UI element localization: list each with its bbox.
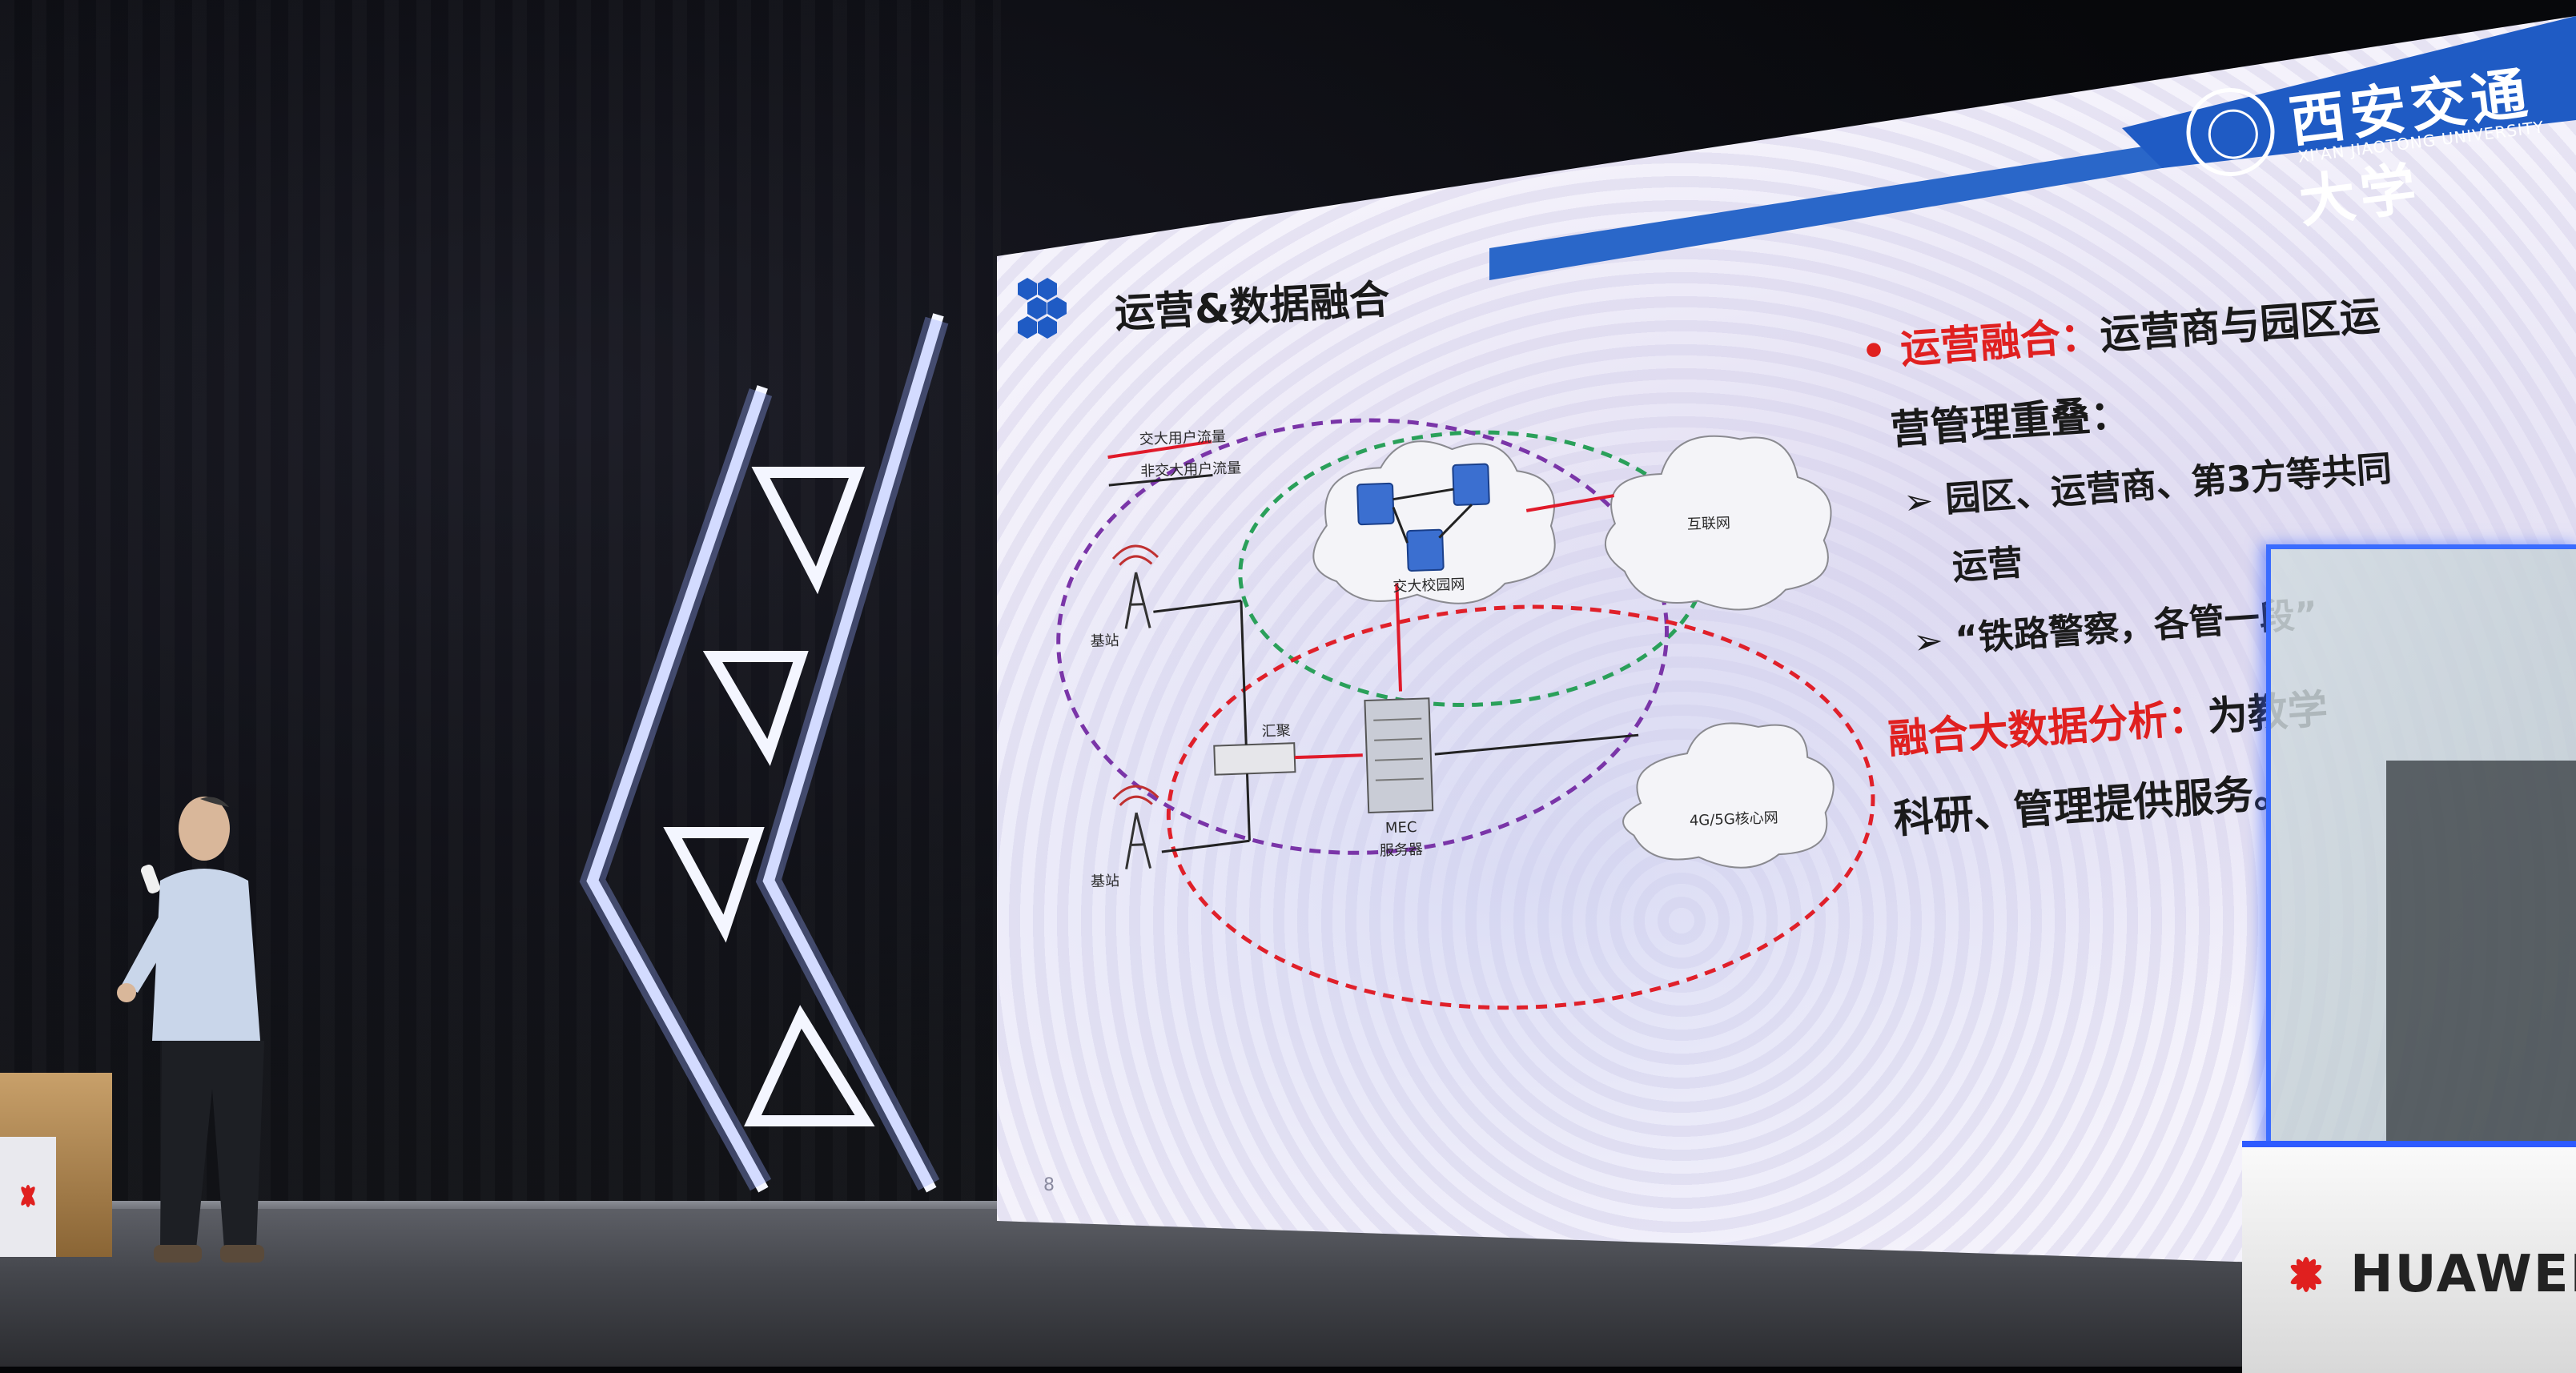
arrow-bullet-icon: ➢ [1911, 620, 1945, 664]
huawei-podium [2242, 1141, 2576, 1373]
campus-servers [1356, 463, 1490, 572]
label-mec-server: 服务器 [1379, 841, 1424, 860]
red-ellipse [1166, 604, 1875, 1010]
huawei-logo-icon [21, 1185, 35, 1207]
base-station-towers [1111, 544, 1159, 869]
label-base-station-2: 基站 [1090, 872, 1120, 891]
display-equipment [2386, 761, 2576, 1145]
campus-cloud [1312, 440, 1556, 604]
internet-cloud [1604, 435, 1832, 611]
aggregation-switch [1213, 742, 1296, 776]
arrow-bullet-icon: ➢ [1902, 480, 1935, 524]
label-base-station-1: 基站 [1090, 632, 1119, 650]
label-campus-net: 交大校园网 [1392, 576, 1465, 596]
label-aggregation: 汇聚 [1261, 722, 1292, 741]
bullet-dot-icon: • [1859, 326, 1903, 375]
university-seal-icon [2181, 82, 2280, 182]
label-non-jd-traffic: 非交大用户流量 [1139, 460, 1242, 480]
label-internet: 互联网 [1686, 515, 1731, 533]
page-number: 8 [1043, 1175, 1055, 1195]
label-core-net: 4G/5G核心网 [1689, 809, 1779, 830]
led-zigzag-decoration [579, 313, 949, 1193]
sub-bullet-continuation: 运营 [1951, 542, 2024, 588]
mec-server [1364, 697, 1434, 814]
label-jd-traffic: 交大用户流量 [1139, 428, 1227, 448]
university-logo: 西安交通大学 XI'AN JIAOTONG UNIVERSITY [2180, 42, 2568, 235]
core-cloud [1622, 722, 1835, 869]
hexagon-cluster-icon [1018, 278, 1067, 339]
huawei-logo-icon [2290, 1257, 2322, 1292]
network-diagram: 交大用户流量 非交大用户流量 交大校园网 互联网 基站 基站 汇聚 MEC 服务… [1017, 346, 1923, 1097]
purple-ellipse [1056, 418, 1669, 855]
diagram-canvas [1056, 418, 1875, 1010]
presenter [117, 797, 264, 1263]
label-mec: MEC [1384, 818, 1417, 837]
podium-brand-text: HUAWEI [2350, 1245, 2576, 1304]
